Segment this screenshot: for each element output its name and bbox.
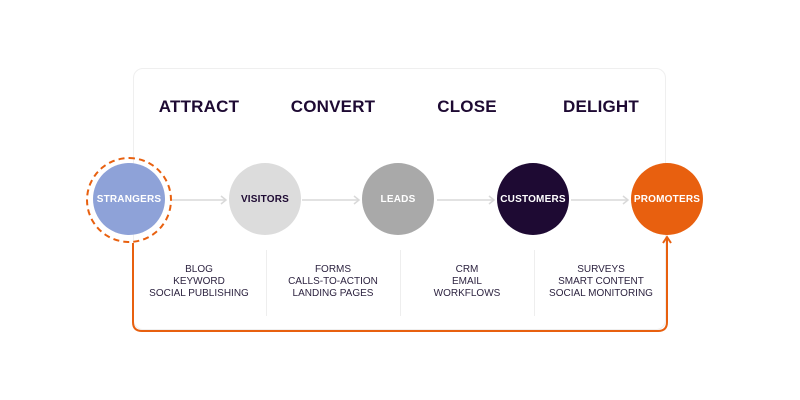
- tactic-item: FORMS: [314, 264, 352, 275]
- node-label: CUSTOMERS: [500, 193, 566, 205]
- node-label: LEADS: [380, 193, 416, 205]
- arrowhead: [353, 195, 361, 205]
- tactics-convert: FORMS CALLS-TO-ACTION LANDING PAGES: [266, 264, 400, 300]
- tactic-item: EMAIL: [451, 276, 482, 287]
- tactic-item: CRM: [455, 264, 479, 275]
- tactic-item: KEYWORD: [173, 276, 225, 287]
- arrowhead: [622, 195, 630, 205]
- node-visitors: VISITORS: [229, 163, 301, 235]
- column-divider: [400, 250, 401, 316]
- stage-delight: DELIGHT: [562, 97, 639, 116]
- tactics-close: CRM EMAIL WORKFLOWS: [400, 264, 534, 300]
- column-divider: [534, 250, 535, 316]
- node-label: STRANGERS: [96, 193, 162, 205]
- tactic-item: LANDING PAGES: [292, 288, 374, 299]
- node-label: VISITORS: [240, 193, 290, 205]
- node-strangers: STRANGERS: [93, 163, 165, 235]
- stage-convert: CONVERT: [290, 97, 376, 116]
- tactic-item: SOCIAL PUBLISHING: [149, 288, 249, 299]
- feedback-loop-line: [132, 238, 668, 332]
- arrowhead: [488, 195, 496, 205]
- stage-close: CLOSE: [437, 97, 497, 116]
- tactic-item: SURVEYS: [577, 264, 625, 275]
- tactic-item: SMART CONTENT: [558, 276, 644, 287]
- strangers-highlight-ring: [86, 157, 172, 243]
- column-divider: [266, 250, 267, 316]
- tactics-delight: SURVEYS SMART CONTENT SOCIAL MONITORING: [534, 264, 668, 300]
- tactic-item: SOCIAL MONITORING: [549, 288, 653, 299]
- feedback-loop-arrowhead: [662, 235, 672, 244]
- tactics-attract: BLOG KEYWORD SOCIAL PUBLISHING: [132, 264, 266, 300]
- node-leads: LEADS: [362, 163, 434, 235]
- node-customers: CUSTOMERS: [497, 163, 569, 235]
- node-label: PROMOTERS: [633, 193, 701, 205]
- tactic-item: CALLS-TO-ACTION: [288, 276, 378, 287]
- node-promoters: PROMOTERS: [631, 163, 703, 235]
- stage-attract: ATTRACT: [158, 97, 240, 116]
- tactic-item: BLOG: [185, 264, 213, 275]
- arrowhead: [220, 195, 228, 205]
- tactic-item: WORKFLOWS: [433, 288, 501, 299]
